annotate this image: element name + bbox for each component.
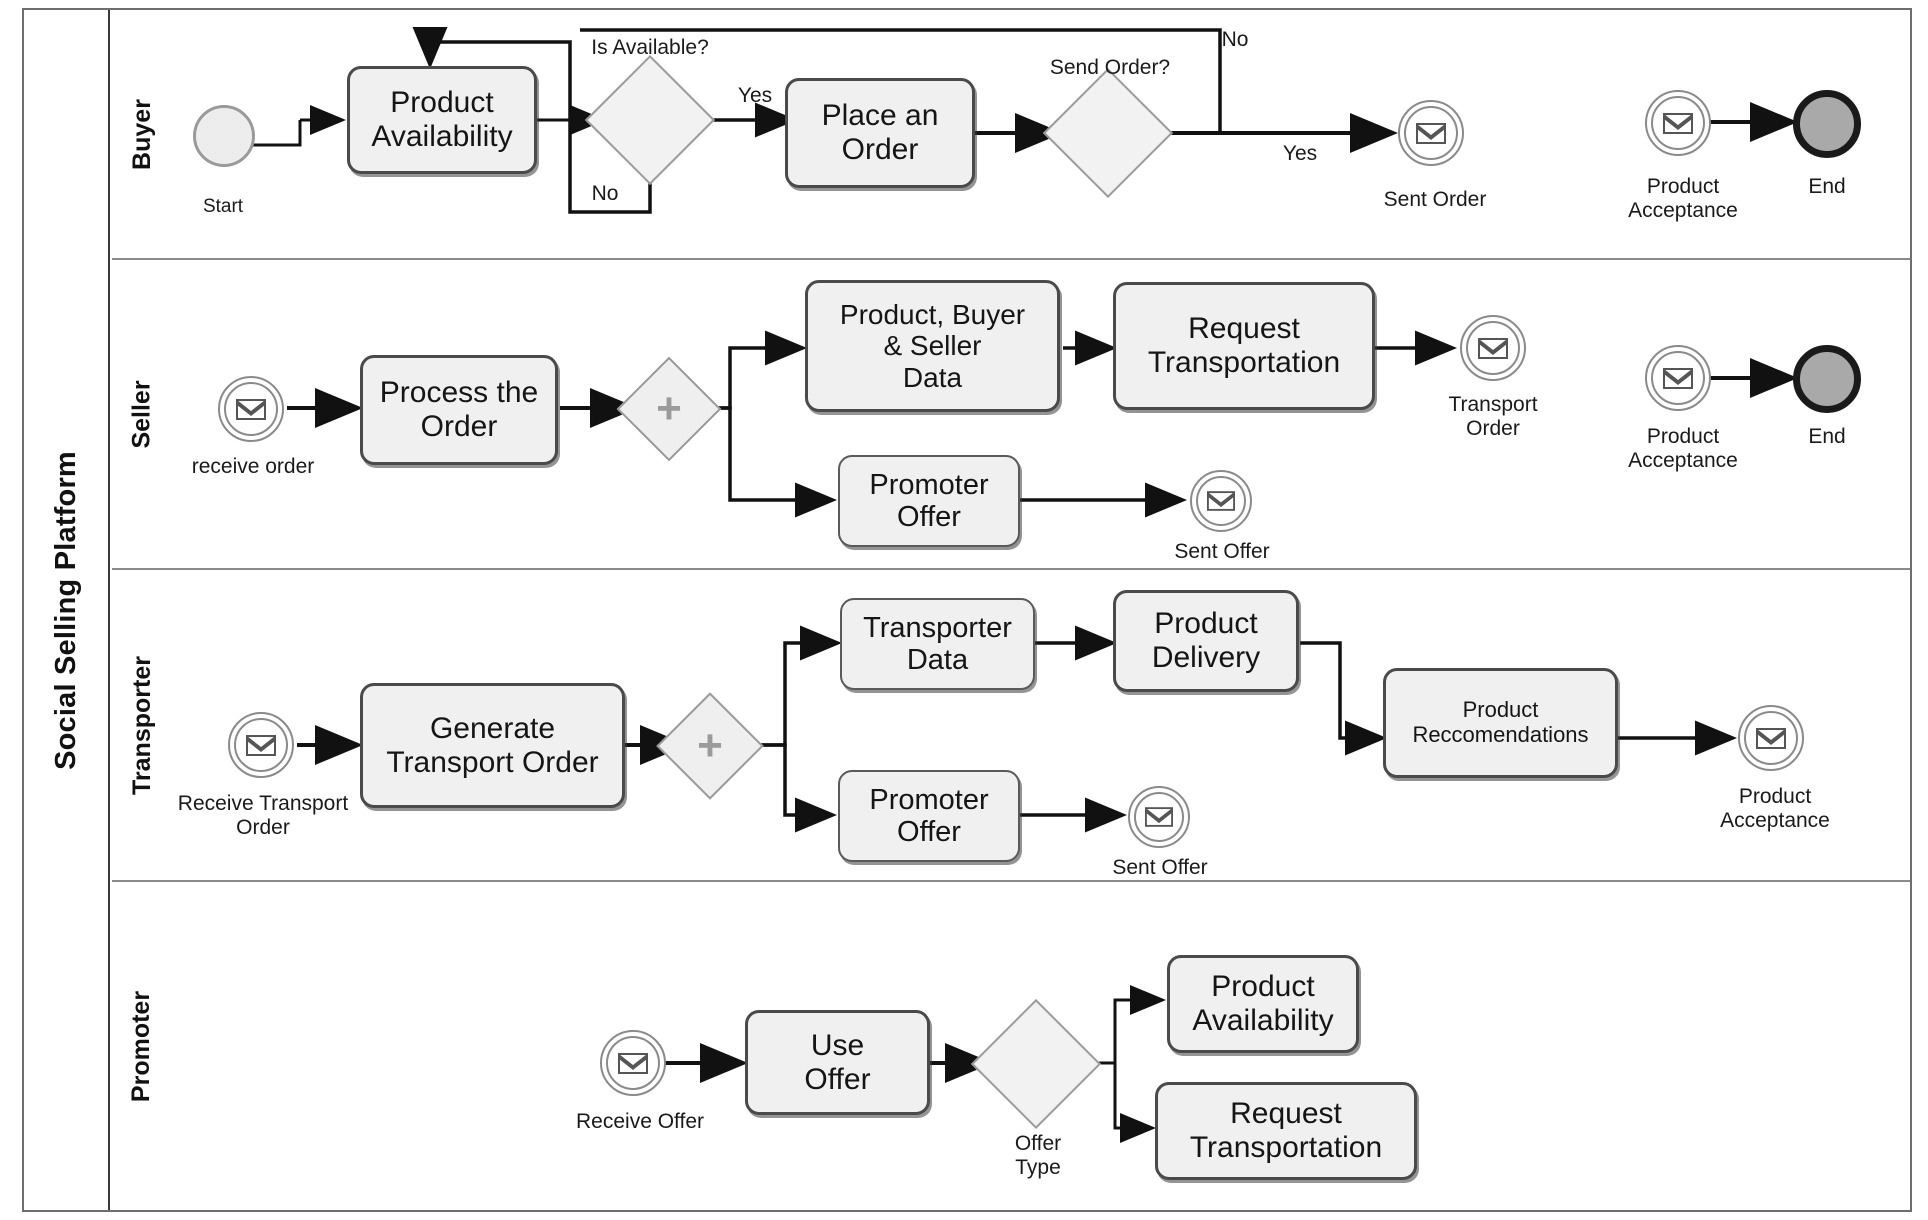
envelope-icon — [1663, 112, 1693, 134]
gateway-is-available[interactable] — [584, 54, 716, 186]
message-event-receive-offer-label: Receive Offer — [576, 1110, 704, 1133]
task-product-reccomendations[interactable]: Product Reccomendations — [1383, 668, 1618, 778]
envelope-icon — [1478, 337, 1508, 359]
message-event-sent-offer-transporter-label: Sent Offer — [1112, 856, 1208, 879]
message-event-product-acceptance-transporter-label: Product Acceptance — [1720, 785, 1830, 833]
task-transporter-data[interactable]: Transporter Data — [840, 598, 1035, 690]
gateway-send-order-label: Send Order? — [1049, 56, 1171, 79]
message-event-receive-order-label: receive order — [191, 455, 315, 478]
envelope-icon — [236, 398, 266, 420]
event-inner-ring — [1651, 96, 1705, 150]
task-request-transportation-promoter[interactable]: Request Transportation — [1155, 1082, 1417, 1180]
event-inner-ring — [1404, 106, 1458, 160]
gateway-parallel-seller[interactable]: + — [616, 356, 722, 462]
envelope-icon — [1663, 367, 1693, 389]
message-event-product-acceptance-transporter[interactable] — [1738, 705, 1804, 771]
message-event-sent-order[interactable] — [1398, 100, 1464, 166]
message-event-receive-transport-order-label: Receive Transport Order — [177, 792, 349, 840]
task-request-transportation-seller[interactable]: Request Transportation — [1113, 282, 1375, 410]
pool-border — [22, 8, 1912, 1212]
end-event-seller[interactable] — [1793, 345, 1861, 413]
flow-label-no-send-order: No — [1221, 28, 1249, 51]
event-inner-ring — [224, 382, 278, 436]
message-event-product-acceptance-seller-label: Product Acceptance — [1628, 425, 1738, 473]
pool-title: Social Selling Platform — [24, 10, 110, 1210]
message-event-sent-offer-transporter[interactable] — [1128, 786, 1190, 848]
gateway-send-order[interactable] — [1042, 67, 1174, 199]
lane-label-buyer: Buyer — [127, 98, 156, 170]
message-event-product-acceptance-seller[interactable] — [1645, 345, 1711, 411]
end-event-seller-label: End — [1808, 425, 1846, 448]
task-process-the-order[interactable]: Process the Order — [360, 355, 558, 465]
event-inner-ring — [1196, 476, 1246, 526]
message-event-product-acceptance-buyer-label: Product Acceptance — [1628, 175, 1738, 223]
lane-buyer: Buyer — [112, 10, 1910, 260]
event-inner-ring — [1651, 351, 1705, 405]
event-inner-ring — [1134, 792, 1184, 842]
event-inner-ring — [1744, 711, 1798, 765]
plus-icon: + — [656, 384, 682, 433]
end-event-buyer[interactable] — [1793, 90, 1861, 158]
gateway-diamond — [970, 998, 1102, 1130]
pool-title-label: Social Selling Platform — [49, 450, 82, 770]
flow-label-yes-send-order: Yes — [1282, 142, 1318, 165]
task-product-availability-buyer[interactable]: Product Availability — [347, 66, 537, 174]
gateway-diamond — [1042, 67, 1174, 199]
lane-label-seller: Seller — [127, 379, 156, 449]
flow-label-yes-is-available: Yes — [737, 84, 773, 107]
lane-seller: Seller — [112, 260, 1910, 570]
message-event-transport-order[interactable] — [1460, 315, 1526, 381]
start-event-label: Start — [202, 196, 244, 217]
lane-label-promoter: Promoter — [127, 990, 156, 1102]
task-product-delivery[interactable]: Product Delivery — [1113, 590, 1299, 692]
task-promoter-offer-seller[interactable]: Promoter Offer — [838, 455, 1020, 547]
plus-icon: + — [697, 721, 723, 770]
flow-label-no-is-available: No — [591, 182, 619, 205]
task-place-an-order[interactable]: Place an Order — [785, 78, 975, 188]
task-generate-transport-order[interactable]: Generate Transport Order — [360, 683, 625, 808]
message-event-sent-offer-seller-label: Sent Offer — [1174, 540, 1270, 563]
message-event-receive-offer[interactable] — [600, 1030, 666, 1096]
message-event-sent-offer-seller[interactable] — [1190, 470, 1252, 532]
event-inner-ring — [234, 718, 288, 772]
start-event-buyer[interactable] — [193, 105, 255, 167]
lane-transporter: Transporter — [112, 570, 1910, 882]
event-inner-ring — [606, 1036, 660, 1090]
gateway-parallel-transporter[interactable]: + — [656, 692, 764, 800]
envelope-icon — [618, 1052, 648, 1074]
gateway-offer-type[interactable] — [970, 998, 1102, 1130]
task-use-offer[interactable]: Use Offer — [745, 1010, 930, 1115]
message-event-transport-order-label: Transport Order — [1448, 393, 1538, 441]
task-promoter-offer-transporter[interactable]: Promoter Offer — [838, 770, 1020, 862]
gateway-offer-type-label: Offer Type — [1014, 1132, 1062, 1180]
message-event-sent-order-label: Sent Order — [1383, 188, 1487, 211]
envelope-icon — [1207, 491, 1235, 511]
envelope-icon — [1756, 727, 1786, 749]
end-event-buyer-label: End — [1808, 175, 1846, 198]
gateway-is-available-label: Is Available? — [591, 36, 709, 59]
gateway-diamond — [584, 54, 716, 186]
envelope-icon — [1416, 122, 1446, 144]
message-event-receive-transport-order[interactable] — [228, 712, 294, 778]
message-event-receive-order[interactable] — [218, 376, 284, 442]
envelope-icon — [246, 734, 276, 756]
task-product-availability-promoter[interactable]: Product Availability — [1167, 955, 1359, 1053]
event-inner-ring — [1466, 321, 1520, 375]
message-event-product-acceptance-buyer[interactable] — [1645, 90, 1711, 156]
envelope-icon — [1145, 807, 1173, 827]
task-product-buyer-seller-data[interactable]: Product, Buyer & Seller Data — [805, 280, 1060, 412]
